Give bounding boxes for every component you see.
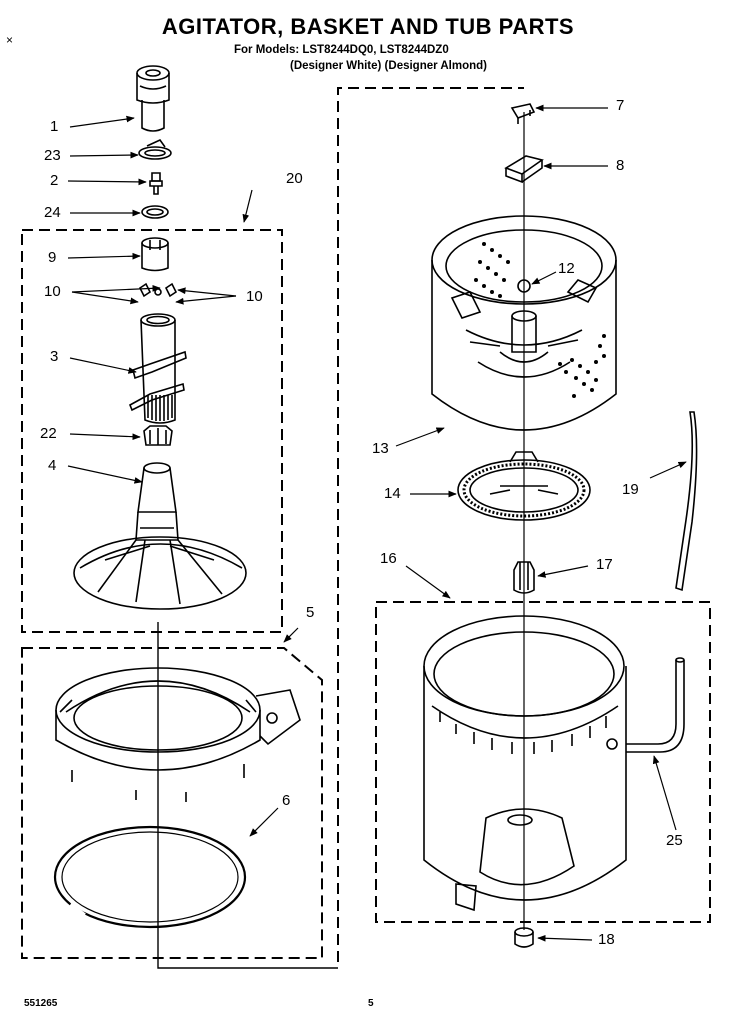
callout-18: 18 xyxy=(598,931,615,948)
callout-14: 14 xyxy=(384,485,401,502)
drive-block-part xyxy=(504,155,544,184)
o-ring-part xyxy=(141,205,169,219)
spin-basket-part xyxy=(431,215,617,431)
callout-3: 3 xyxy=(50,348,59,365)
agitator-bolt-part xyxy=(149,172,163,195)
balance-ring-part xyxy=(55,667,301,802)
callout-17: 17 xyxy=(596,556,613,573)
callout-2: 2 xyxy=(50,172,59,189)
callout-8: 8 xyxy=(616,157,625,174)
callout-5: 5 xyxy=(306,604,315,621)
page-number: 5 xyxy=(368,998,374,1009)
center-line-left xyxy=(157,622,338,969)
agitator-cam-part xyxy=(141,237,169,272)
callout-4: 4 xyxy=(48,457,57,474)
spanner-nut-part xyxy=(513,561,535,594)
callout-22: 22 xyxy=(40,425,57,442)
variants-line: (Designer White) (Designer Almond) xyxy=(290,60,487,72)
tub-hose-part xyxy=(626,657,685,753)
drive-clip-part xyxy=(510,103,536,124)
callout-25: 25 xyxy=(666,832,683,849)
agitator-base-part xyxy=(73,462,247,610)
callout-24: 24 xyxy=(44,204,61,221)
callout-16: 16 xyxy=(380,550,397,567)
agitator-dog-right-part xyxy=(164,282,178,298)
agitator-barrel-part xyxy=(128,313,187,424)
agitator-dog-left-part xyxy=(138,282,152,298)
tub-seal-part xyxy=(514,927,534,948)
agitator-group-box xyxy=(21,229,283,633)
callout-6: 6 xyxy=(282,792,291,809)
tub-group-box xyxy=(375,601,711,923)
document-number: 551265 xyxy=(24,998,58,1009)
callout-7: 7 xyxy=(616,97,625,114)
outer-tub-part xyxy=(423,615,627,912)
callout-20: 20 xyxy=(286,170,303,187)
models-line: For Models: LST8244DQ0, LST8244DZ0 xyxy=(234,44,449,56)
basket-hub-part xyxy=(457,451,591,521)
drive-bell-part xyxy=(143,425,173,446)
basket-ring-group-box xyxy=(21,647,323,959)
vent-strap-part xyxy=(675,411,698,592)
callout-9: 9 xyxy=(48,249,57,266)
callout-12: 12 xyxy=(558,260,575,277)
corner-mark: × xyxy=(6,33,14,47)
callout-1: 1 xyxy=(50,118,59,135)
callout-23: 23 xyxy=(44,147,61,164)
cap-seal-part xyxy=(138,138,172,160)
callout-10-left: 10 xyxy=(44,283,61,300)
basket-perforations xyxy=(474,242,606,398)
callout-10-right: 10 xyxy=(246,288,263,305)
agitator-cap-part xyxy=(136,65,170,132)
callout-13: 13 xyxy=(372,440,389,457)
diagram-title: AGITATOR, BASKET AND TUB PARTS xyxy=(161,14,575,39)
clamp-ring-part xyxy=(53,825,247,929)
callout-19: 19 xyxy=(622,481,639,498)
right-column-frame xyxy=(337,87,524,962)
